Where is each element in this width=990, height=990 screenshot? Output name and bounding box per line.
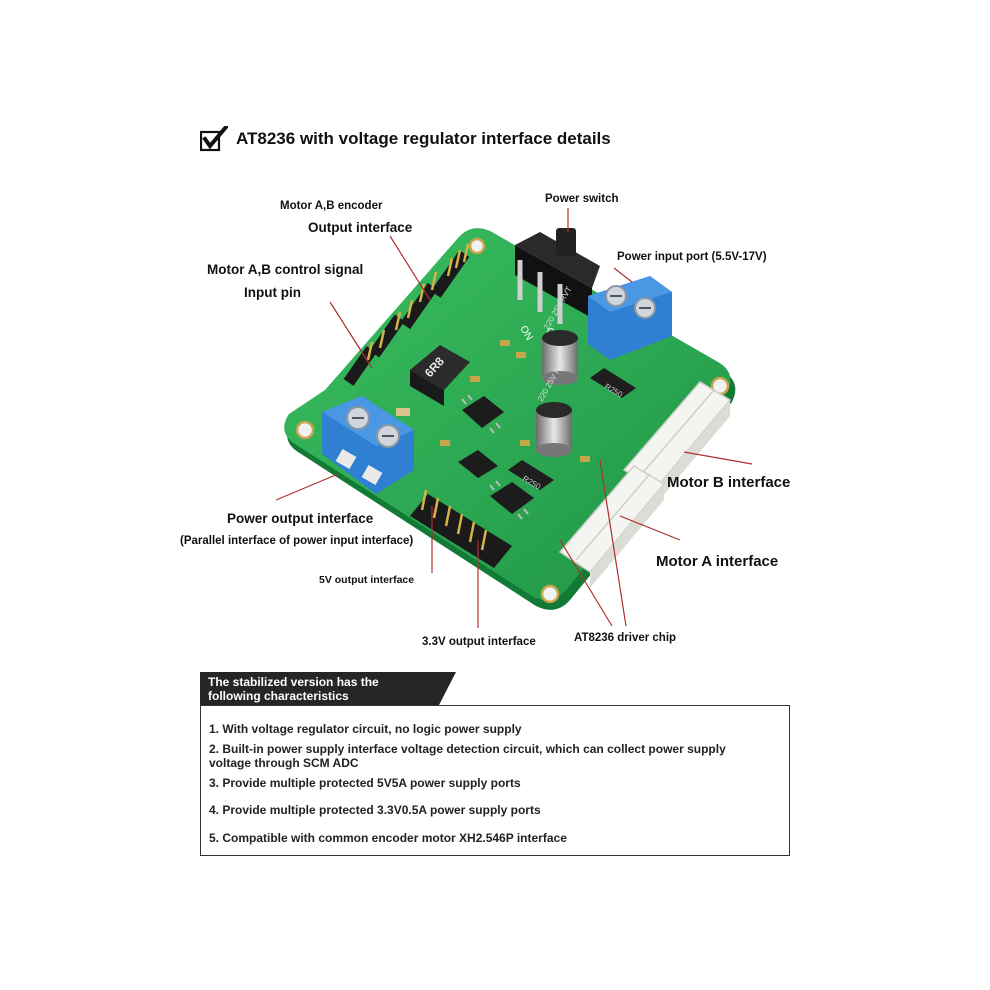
- pin-header-control: [343, 250, 470, 386]
- label-33v-output: 3.3V output interface: [422, 636, 536, 648]
- motor-b-connector: [622, 381, 732, 504]
- label-control-line2: Input pin: [244, 285, 301, 300]
- callout-lines: [275, 208, 753, 628]
- label-motor-b: Motor B interface: [667, 474, 791, 491]
- label-power-output: Power output interface: [227, 511, 374, 526]
- label-driver-chip: AT8236 driver chip: [574, 632, 677, 644]
- power-input-terminal: [588, 276, 672, 360]
- smd-components: [396, 340, 590, 462]
- pins-gold: [366, 243, 470, 361]
- inductor: 6R8: [410, 345, 470, 406]
- label-motor-a: Motor A interface: [656, 553, 779, 570]
- label-power-output-note: (Parallel interface of power input inter…: [180, 535, 414, 547]
- feature-item: 1. With voltage regulator circuit, no lo…: [209, 722, 522, 736]
- pin-header-power-out: [410, 489, 512, 568]
- title-row: AT8236 with voltage regulator interface …: [200, 126, 611, 152]
- features-heading: The stabilized version has the following…: [200, 672, 438, 707]
- power-output-terminal: [322, 396, 414, 494]
- driver-chip-upper: [461, 394, 504, 434]
- label-encoder-line2: Output interface: [308, 220, 413, 235]
- label-power-switch: Power switch: [545, 193, 619, 205]
- page-title: AT8236 with voltage regulator interface …: [236, 129, 611, 148]
- feature-item: 5. Compatible with common encoder motor …: [209, 831, 567, 845]
- regulator-chip: [458, 450, 498, 478]
- label-power-input: Power input port (5.5V-17V): [617, 251, 767, 263]
- label-encoder-line1: Motor A,B encoder: [280, 200, 383, 212]
- feature-item: 3. Provide multiple protected 5V5A power…: [209, 776, 521, 790]
- driver-board-illustration: ON OFF 6R8 220 25V RVT 220 2: [275, 208, 753, 628]
- feature-item: 4. Provide multiple protected 3.3V0.5A p…: [209, 803, 541, 817]
- features-box: 1. With voltage regulator circuit, no lo…: [200, 705, 790, 856]
- feature-item: 2. Built-in power supply interface volta…: [209, 742, 726, 770]
- label-control-line1: Motor A,B control signal: [207, 262, 364, 277]
- checkbox-checked-icon: [200, 126, 228, 152]
- label-5v-output: 5V output interface: [319, 574, 415, 586]
- driver-chip-lower: [489, 480, 534, 520]
- motor-a-connector: [558, 465, 666, 588]
- features-heading-notch: [438, 672, 456, 707]
